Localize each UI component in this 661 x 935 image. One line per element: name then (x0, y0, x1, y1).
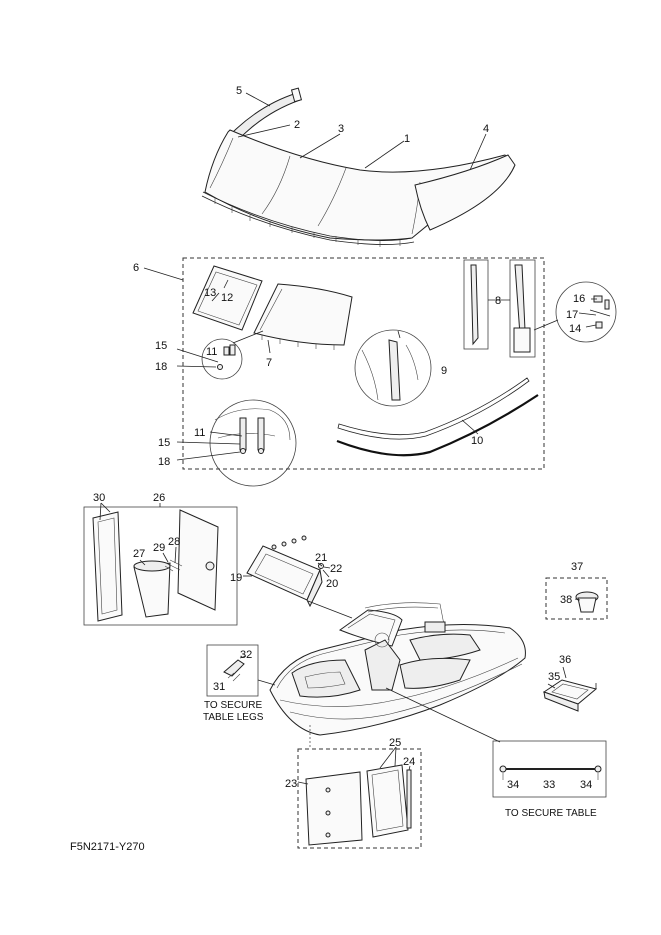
callout-13: 13 (204, 287, 216, 299)
callout-34: 34 (507, 779, 519, 791)
leader-lines-hatch (297, 746, 411, 785)
bimini-top-assembly (201, 87, 516, 247)
callout-16: 16 (573, 293, 585, 305)
callout-19: 19 (230, 572, 242, 584)
callout-8: 8 (495, 295, 501, 307)
callout-22: 22 (330, 563, 342, 575)
callout-1: 1 (404, 133, 410, 145)
part-33-34-box (492, 740, 607, 798)
callout-27: 27 (133, 548, 145, 560)
callout-7: 7 (266, 357, 272, 369)
callout-37: 37 (571, 561, 583, 573)
callout-34b: 34 (580, 779, 592, 791)
callout-30: 30 (93, 492, 105, 504)
callout-5: 5 (236, 85, 242, 97)
hatch-assembly (305, 764, 412, 846)
callout-15b: 15 (158, 437, 170, 449)
leader-lines-19 (243, 562, 331, 578)
callout-3: 3 (338, 123, 344, 135)
callout-36: 36 (559, 654, 571, 666)
callout-labels: 1 2 3 4 5 6 7 8 9 10 11 12 13 14 15 16 1… (93, 85, 592, 791)
diagram-code: F5N2171-Y270 (70, 841, 145, 853)
callout-21: 21 (315, 552, 327, 564)
callout-20: 20 (326, 578, 338, 590)
caption-table-legs-line1: TO SECURE (204, 700, 262, 711)
enclosure-kit (192, 259, 617, 487)
part-26-box (83, 506, 238, 626)
boat-hull (269, 602, 526, 736)
callout-12: 12 (221, 292, 233, 304)
part-37-box (545, 577, 608, 620)
storage-compartment (92, 509, 219, 622)
callout-26: 26 (153, 492, 165, 504)
callout-14: 14 (569, 323, 581, 335)
callout-33: 33 (543, 779, 555, 791)
callout-28: 28 (168, 536, 180, 548)
caption-table-legs-line2: TABLE LEGS (203, 712, 264, 723)
caption-table: TO SECURE TABLE (505, 808, 597, 819)
callout-11b: 11 (194, 427, 205, 439)
callout-18b: 18 (158, 456, 170, 468)
callout-23: 23 (285, 778, 297, 790)
callout-10: 10 (471, 435, 483, 447)
part-23-25-box (297, 748, 422, 849)
callout-9: 9 (441, 365, 447, 377)
callout-38: 38 (560, 594, 572, 606)
callout-35: 35 (548, 671, 560, 683)
leader-lines-kit (176, 279, 597, 461)
callout-15: 15 (155, 340, 167, 352)
callout-17: 17 (566, 309, 578, 321)
callout-2: 2 (294, 119, 300, 131)
part-31-32-box (206, 644, 259, 697)
part-6-kit-box (182, 257, 545, 470)
callout-6: 6 (133, 262, 139, 274)
callout-32: 32 (240, 649, 252, 661)
leader-lines-top (237, 92, 487, 171)
callout-24: 24 (403, 756, 415, 768)
callout-25: 25 (389, 737, 401, 749)
callout-31: 31 (213, 681, 225, 693)
leader-lines-storage (99, 502, 177, 566)
callout-11: 11 (206, 346, 217, 358)
callout-29: 29 (153, 542, 165, 554)
callout-18: 18 (155, 361, 167, 373)
tray-35 (542, 666, 598, 712)
storage-bin-19 (246, 535, 324, 608)
callout-4: 4 (483, 123, 489, 135)
